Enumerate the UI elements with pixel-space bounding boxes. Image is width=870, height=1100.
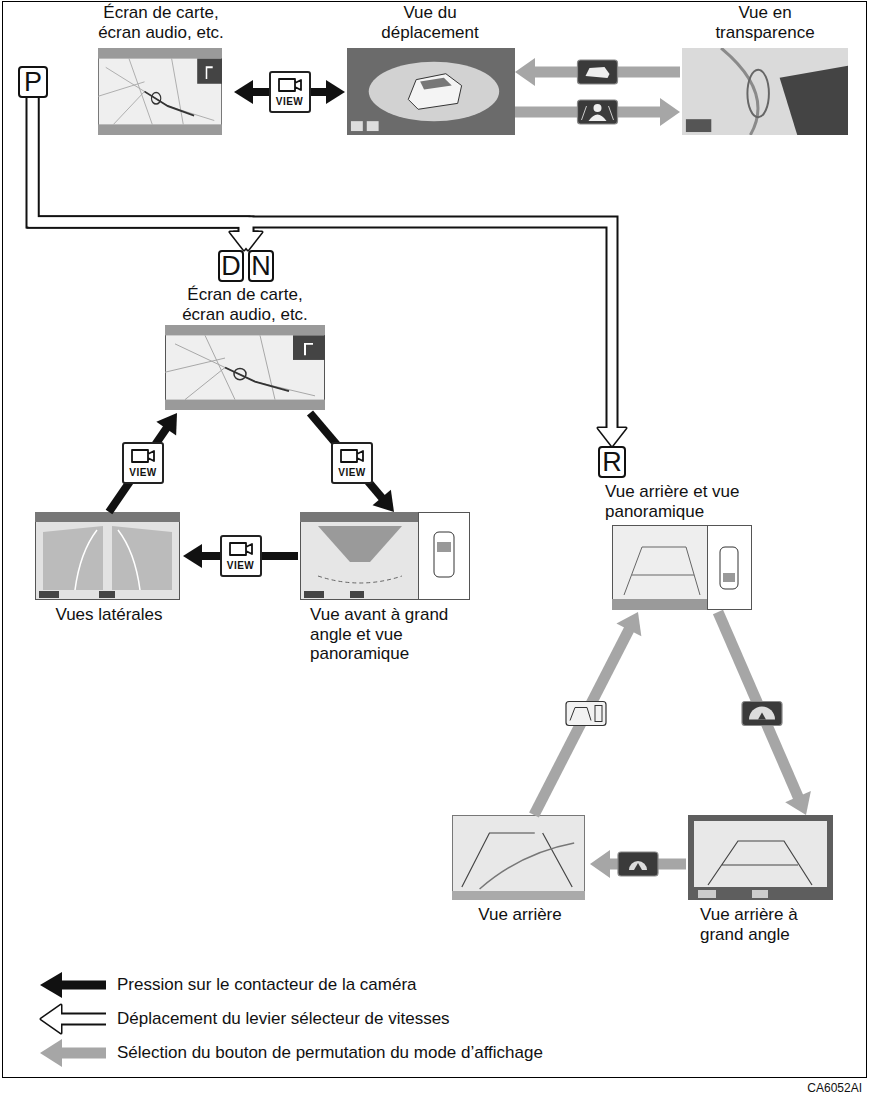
transparent-view-screen [682,48,848,135]
camera-symbol [275,74,305,96]
legend-text: Pression sur le contacteur de la caméra [117,974,417,996]
edge-label: VIEW [271,96,309,107]
rear-pano-screen [612,526,752,611]
travel-view-screen [347,48,515,135]
map-screen [98,48,222,135]
lever-move-head [598,428,626,446]
edge-label: VIEW [222,560,260,571]
gear-position-box: N [248,250,274,282]
arrow-shaft [310,413,382,498]
gear-letter: R [600,448,624,476]
lever-move-head-fill [598,428,626,446]
mode-button-icon [578,60,618,84]
camera-switch-icon: VIEW [331,442,373,484]
screen-caption: Écran de carte, écran audio, etc. [88,3,234,42]
arrow-head [515,58,535,86]
mode-button-icon [742,702,782,726]
pipe-head-fills [230,232,626,446]
screen-caption: Écran de carte, écran audio, etc. [165,285,325,324]
page-frame [3,2,867,1078]
edge-label: VIEW [124,467,162,478]
screen-caption: Vue arrière et vue panoramique [605,482,755,521]
gear-letter: N [250,252,272,280]
gear-position-box: R [598,446,626,478]
arrow-shaft [718,612,798,798]
screen-node: Vue en transparence [680,3,850,138]
camera-switch-arrow [310,413,394,512]
screen-node: Écran de carte, écran audio, etc. [160,285,330,413]
legend-samples [40,972,106,1067]
camera-switch-icon: VIEW [122,442,164,484]
screen-caption: Vue avant à grand angle et vue panoramiq… [310,605,470,664]
mode-button-icon [618,852,658,876]
screen-node: Vue arrière à grand angle [686,815,836,955]
legend-text: Déplacement du levier sélecteur de vites… [117,1008,450,1030]
screen-node: Écran de carte, écran audio, etc. [88,3,234,138]
legend-text: Sélection du bouton de permutation du mo… [117,1042,543,1064]
pipe-head-outlines [230,232,626,446]
camera-symbol [128,445,158,467]
arrow-head [183,544,202,568]
screen-caption: Vue en transparence [705,3,825,42]
figure-code: CA6052AI [807,1081,862,1095]
camera-switch-icon: VIEW [220,535,262,577]
mode-switch-arrow [534,612,641,815]
screen-caption: Vue arrière à grand angle [700,905,836,944]
rear-wide-screen [688,815,833,900]
screen-node: Vue arrière et vue panoramique [598,482,758,612]
pipe-fills [32,98,612,429]
gear-letter: P [20,68,46,96]
mode-switch-arrow [590,850,686,878]
lever-move-arrow-fill [33,98,248,233]
arrow-head [326,80,345,104]
lever-move-arrow [33,98,248,233]
mode-switch-arrow [515,98,680,126]
mode-button-icon [578,100,618,124]
screen-caption: Vue arrière [450,905,590,925]
camera-switch-icon: VIEW [269,71,311,113]
camera-switch-arrow [109,413,177,512]
mode-button-icon [566,702,606,726]
gear-letter: D [220,252,242,280]
edge-label: VIEW [333,467,371,478]
gear-position-box: D [218,250,244,282]
screen-node: Vue avant à grand angle et vue panoramiq… [298,512,473,690]
screen-node: Vue du déplacement [345,3,515,138]
gear-position-box: P [18,66,48,98]
screen-caption: Vue du déplacement [370,3,490,42]
lever-move-head-fill [234,232,262,250]
arrow-head [660,98,680,126]
lever-move-arrow-fill [33,98,244,233]
camera-symbol [337,445,367,467]
mode-buttons [566,60,782,876]
front-view-screen [300,512,470,600]
mode-switch-arrow [718,612,811,815]
arrow-head [234,80,253,104]
arrows [109,58,811,878]
screen-node: Vue arrière [450,815,590,927]
side-view-screen [35,512,180,600]
lever-move-arrow [32,98,612,429]
arrow-head [590,850,610,878]
arrow-shaft [534,629,629,815]
pipe-outlines [32,98,612,429]
screen-caption: Vues latérales [35,605,183,625]
map-screen [165,325,325,410]
rear-view-screen [452,816,585,901]
arrow-shaft [109,428,167,512]
lever-move-arrow [33,98,244,233]
lever-move-arrow-fill [32,98,612,429]
screen-node: Vues latérales [35,512,183,630]
mode-switch-arrow [515,58,680,86]
camera-symbol [226,538,256,560]
